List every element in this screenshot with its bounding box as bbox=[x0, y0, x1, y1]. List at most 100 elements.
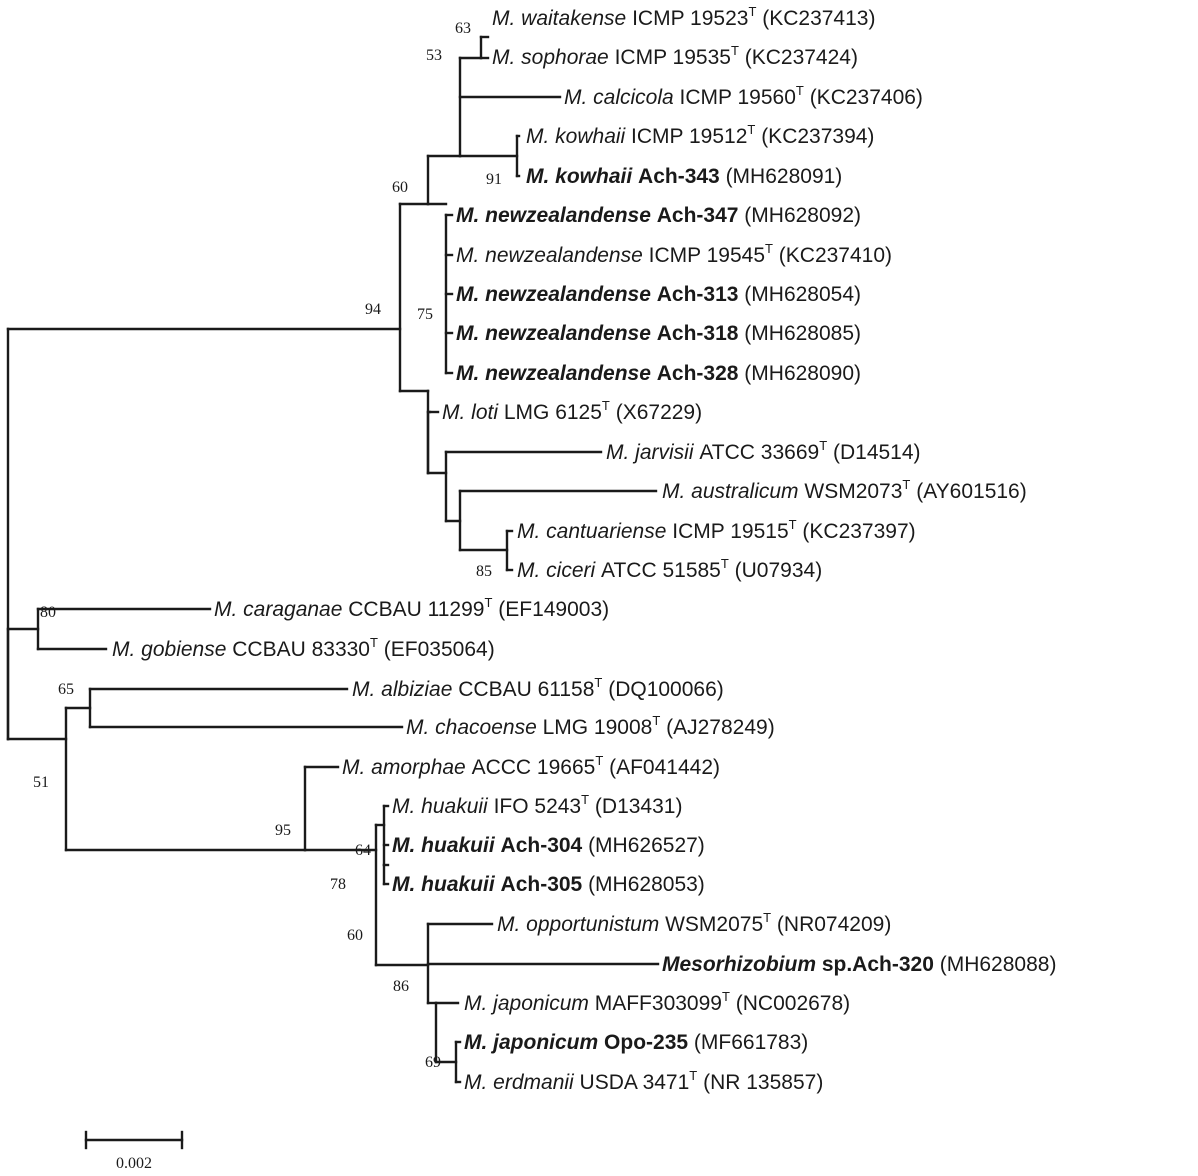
type-strain-mark: T bbox=[748, 4, 756, 19]
accession-number: (NR 135857) bbox=[697, 1071, 823, 1094]
taxon-genus: M. bbox=[456, 362, 485, 385]
type-strain-mark: T bbox=[747, 122, 755, 137]
taxon-genus: M. bbox=[112, 638, 141, 661]
taxon-strain: Ach-304 bbox=[501, 834, 583, 857]
taxon-label: M. japonicum MAFF303099T (NC002678) bbox=[464, 989, 850, 1015]
taxon-strain: CCBAU 61158 bbox=[458, 678, 594, 701]
accession-number: (D14514) bbox=[827, 441, 920, 464]
taxon-strain: ICMP 19523 bbox=[632, 7, 748, 30]
taxon-species: newzealandense bbox=[485, 322, 657, 345]
accession-number: (AJ278249) bbox=[660, 716, 774, 739]
bootstrap-value: 80 bbox=[40, 604, 56, 621]
accession-number: (KC237424) bbox=[739, 46, 858, 69]
taxon-species: japonicum bbox=[490, 1031, 604, 1054]
accession-number: (MH628090) bbox=[738, 362, 861, 385]
taxon-strain: ATCC 33669 bbox=[699, 441, 819, 464]
accession-number: (EF035064) bbox=[378, 638, 495, 661]
taxon-strain: CCBAU 83330 bbox=[232, 638, 370, 661]
taxon-label: M. japonicum Opo-235 (MF661783) bbox=[464, 1031, 808, 1054]
taxon-label: M. australicum WSM2073T (AY601516) bbox=[662, 477, 1027, 503]
type-strain-mark: T bbox=[602, 398, 610, 413]
taxon-species: albiziae bbox=[381, 678, 458, 701]
taxon-genus: M. bbox=[392, 873, 421, 896]
type-strain-mark: T bbox=[902, 477, 910, 492]
taxon-genus: M. bbox=[464, 992, 493, 1015]
taxon-strain: ICMP 19535 bbox=[615, 46, 731, 69]
taxon-strain: ICMP 19545 bbox=[649, 244, 765, 267]
taxon-genus: M. bbox=[606, 441, 635, 464]
taxon-species: waitakense bbox=[521, 7, 632, 30]
taxon-strain: ICMP 19560 bbox=[680, 86, 796, 109]
taxon-strain: Ach-328 bbox=[657, 362, 739, 385]
taxon-strain: IFO 5243 bbox=[494, 795, 582, 818]
taxon-genus: M. bbox=[464, 1071, 493, 1094]
taxon-genus: M. bbox=[442, 401, 471, 424]
type-strain-mark: T bbox=[722, 989, 730, 1004]
taxon-species: ciceri bbox=[546, 559, 601, 582]
taxon-species: huakuii bbox=[421, 873, 500, 896]
taxon-genus: M. bbox=[564, 86, 593, 109]
taxon-label: M. caraganae CCBAU 11299T (EF149003) bbox=[214, 595, 609, 621]
bootstrap-values: 63 53 91 60 75 94 85 80 65 51 95 64 78 6… bbox=[33, 20, 502, 1071]
taxon-genus: M. bbox=[456, 283, 485, 306]
accession-number: (MH628088) bbox=[934, 953, 1057, 976]
taxon-species: australicum bbox=[691, 480, 804, 503]
taxon-label: M. cantuariense ICMP 19515T (KC237397) bbox=[517, 517, 916, 543]
bootstrap-value: 91 bbox=[486, 171, 502, 188]
taxon-genus: M. bbox=[456, 244, 485, 267]
taxon-label: Mesorhizobium sp.Ach-320 (MH628088) bbox=[662, 953, 1056, 976]
taxon-species: newzealandense bbox=[485, 204, 657, 227]
bootstrap-value: 78 bbox=[330, 876, 346, 893]
taxon-genus: M. bbox=[214, 598, 243, 621]
taxon-labels: M. waitakense ICMP 19523T (KC237413)M. s… bbox=[112, 4, 1056, 1094]
scale-bar-label: 0.002 bbox=[116, 1155, 152, 1172]
taxon-label: M. newzealandense Ach-313 (MH628054) bbox=[456, 283, 861, 306]
bootstrap-value: 53 bbox=[426, 47, 442, 64]
accession-number: (MH628085) bbox=[738, 322, 861, 345]
accession-number: (NR074209) bbox=[771, 913, 891, 936]
type-strain-mark: T bbox=[731, 43, 739, 58]
taxon-label: M. huakuii IFO 5243T (D13431) bbox=[392, 792, 682, 818]
taxon-strain: Ach-313 bbox=[657, 283, 739, 306]
taxon-label: M. kowhaii ICMP 19512T (KC237394) bbox=[526, 122, 874, 148]
accession-number: (KC237413) bbox=[756, 7, 875, 30]
accession-number: (MF661783) bbox=[688, 1031, 808, 1054]
taxon-species: japonicum bbox=[490, 992, 595, 1015]
type-strain-mark: T bbox=[484, 595, 492, 610]
taxon-species: amorphae bbox=[371, 756, 471, 779]
taxon-strain: ICMP 19515 bbox=[672, 520, 788, 543]
taxon-label: M. loti LMG 6125T (X67229) bbox=[442, 398, 702, 424]
taxon-genus: M. bbox=[497, 913, 526, 936]
taxon-species: gobiense bbox=[141, 638, 232, 661]
taxon-species: newzealandense bbox=[485, 362, 657, 385]
taxon-label: M. huakuii Ach-304 (MH626527) bbox=[392, 834, 705, 857]
accession-number: (AF041442) bbox=[603, 756, 720, 779]
taxon-strain: LMG 19008 bbox=[543, 716, 653, 739]
type-strain-mark: T bbox=[819, 438, 827, 453]
taxon-strain: ICMP 19512 bbox=[631, 125, 747, 148]
taxon-species: huakuii bbox=[421, 795, 493, 818]
taxon-label: M. newzealandense Ach-328 (MH628090) bbox=[456, 362, 861, 385]
bootstrap-value: 86 bbox=[393, 978, 409, 995]
taxon-label: M. waitakense ICMP 19523T (KC237413) bbox=[492, 4, 875, 30]
bootstrap-value: 95 bbox=[275, 822, 291, 839]
bootstrap-value: 60 bbox=[347, 927, 363, 944]
taxon-label: M. newzealandense Ach-347 (MH628092) bbox=[456, 204, 861, 227]
taxon-strain: CCBAU 11299 bbox=[348, 598, 484, 621]
type-strain-mark: T bbox=[689, 1068, 697, 1083]
type-strain-mark: T bbox=[370, 635, 378, 650]
taxon-label: M. newzealandense ICMP 19545T (KC237410) bbox=[456, 241, 892, 267]
taxon-label: M. ciceri ATCC 51585T (U07934) bbox=[517, 556, 822, 582]
taxon-species: sophorae bbox=[521, 46, 614, 69]
bootstrap-value: 51 bbox=[33, 774, 49, 791]
taxon-species: jarvisii bbox=[632, 441, 699, 464]
scale-bar: 0.002 bbox=[84, 1130, 184, 1172]
taxon-genus: M. bbox=[456, 204, 485, 227]
taxon-label: M. chacoense LMG 19008T (AJ278249) bbox=[406, 713, 775, 739]
taxon-species: kowhaii bbox=[555, 165, 638, 188]
taxon-genus: M. bbox=[526, 165, 555, 188]
accession-number: (MH628053) bbox=[582, 873, 705, 896]
bootstrap-value: 94 bbox=[365, 301, 381, 318]
taxon-genus: M. bbox=[464, 1031, 493, 1054]
